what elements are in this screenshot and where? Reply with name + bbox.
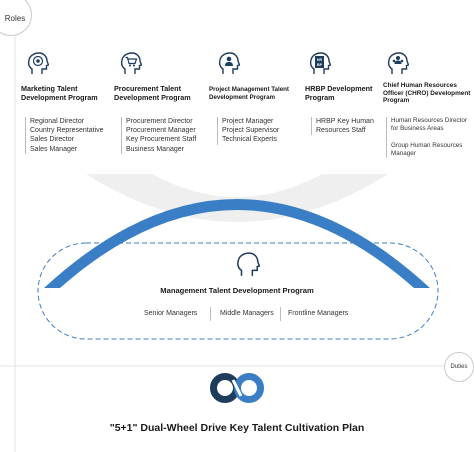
head-outline-icon (237, 252, 260, 276)
middle-managers-label: Middle Managers (220, 310, 274, 317)
chro-program-title: Chief Human Resources Officer (CHRO) Dev… (383, 82, 471, 105)
hrbp-program-title: HRBP Development Program (305, 84, 373, 102)
list-item: Sales Director (30, 136, 74, 144)
duties-axis-badge: Duties (444, 352, 474, 382)
grey-band-shape (86, 174, 388, 222)
cart-head-icon (120, 52, 142, 74)
project-role-list: Project Manager Project Supervisor Techn… (217, 117, 279, 145)
senior-managers-label: Senior Managers (144, 310, 198, 317)
person-head-icon (218, 52, 240, 74)
svg-text:BP: BP (317, 63, 323, 67)
list-item: Sales Manager (30, 145, 78, 153)
procurement-program-title: Procurement Talent Development Program (114, 84, 191, 102)
list-item: Project Manager (222, 118, 274, 125)
frontline-managers-label: Frontline Managers (288, 310, 349, 317)
management-program-title: Management Talent Development Program (160, 286, 314, 295)
svg-text:HR: HR (317, 58, 323, 62)
list-item: Regional Director (30, 118, 85, 125)
list-item: Group Human Resources Manager (391, 141, 463, 157)
roles-axis-label: Roles (4, 13, 26, 23)
people-head-icon (387, 52, 409, 74)
duties-axis-label: Duties (450, 364, 468, 370)
list-item: Procurement Director (126, 118, 193, 125)
blue-arch (44, 199, 430, 288)
procurement-role-list: Procurement Director Procurement Manager… (121, 117, 196, 154)
project-program-title: Project Management Talent Development Pr… (209, 86, 289, 101)
level-divider (210, 307, 211, 321)
infinity-logo-icon (210, 373, 264, 403)
management-dashed-container (37, 242, 439, 340)
list-item: HRBP Key Human Resources Staff (316, 118, 374, 135)
list-item: Country Representative (30, 127, 104, 135)
list-item: Project Supervisor (222, 127, 280, 135)
level-divider (280, 307, 281, 321)
list-item: Procurement Manager (126, 127, 196, 135)
list-item: Human Resources Director for Business Ar… (391, 117, 467, 133)
list-item: Business Manager (126, 145, 184, 153)
marketing-program-title: Marketing Talent Development Program (21, 84, 98, 102)
hrbp-head-icon: HR BP (309, 52, 331, 74)
chro-role-list: Human Resources Director for Business Ar… (386, 117, 471, 159)
target-head-icon (27, 52, 49, 74)
hrbp-role-list: HRBP Key Human Resources Staff (311, 117, 384, 136)
marketing-role-list: Regional Director Country Representative… (25, 117, 104, 154)
footer-title: "5+1" Dual-Wheel Drive Key Talent Cultiv… (109, 422, 365, 434)
list-item: Key Procurement Staff (126, 136, 197, 144)
list-item: Technical Experts (222, 136, 277, 144)
